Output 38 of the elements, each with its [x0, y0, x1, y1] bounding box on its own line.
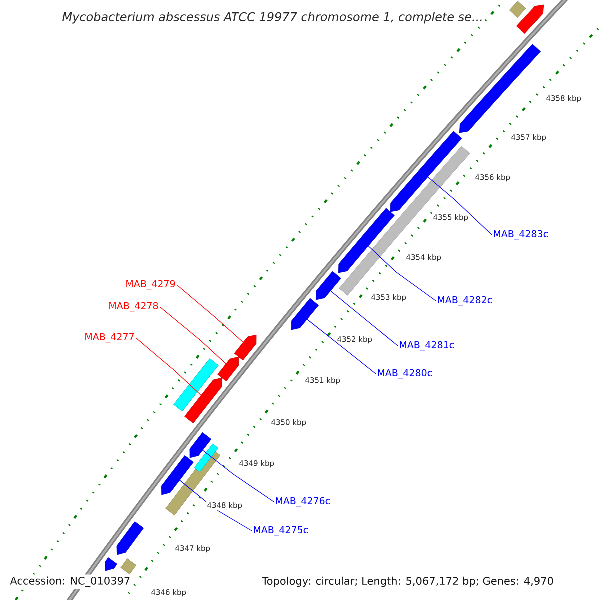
- gene-label: MAB_4283c: [494, 230, 548, 240]
- gene-feature: [516, 4, 544, 34]
- title: Mycobacterium abscessus ATCC 19977 chromosome 1, complete se...: [60, 10, 486, 26]
- footer-text: Accession: NC_010397: [8, 574, 133, 590]
- leader-line: [136, 338, 203, 397]
- gene-feature: [316, 271, 342, 300]
- gene-feature: [105, 558, 118, 572]
- gene-feature: [291, 298, 319, 330]
- leader-line: [176, 284, 245, 344]
- gene-feature: [338, 208, 395, 274]
- leader-line: [201, 449, 274, 502]
- leader-line: [160, 306, 228, 366]
- gene-feature: [116, 522, 144, 556]
- gene-label: MAB_4280c: [378, 369, 432, 379]
- gene-feature: [190, 432, 212, 458]
- gene-label: MAB_4276c: [276, 497, 330, 507]
- leader-line: [426, 176, 492, 236]
- leader-line: [329, 290, 398, 346]
- leader-line: [367, 244, 436, 302]
- leader-line: [306, 318, 376, 374]
- gene-feature: [194, 444, 219, 472]
- gene-label: MAB_4275c: [254, 526, 308, 536]
- gene-label: MAB_4277: [86, 333, 134, 343]
- gene-feature: [234, 334, 257, 361]
- gene-label: MAB_4278: [110, 302, 158, 312]
- gene-feature: [162, 455, 194, 496]
- footer-text: Topology: circular; Length: 5,067,172 bp; Genes: 4,970: [260, 574, 556, 590]
- gene-feature: [184, 378, 222, 424]
- gene-feature: [390, 131, 462, 212]
- gene-label: MAB_4279: [126, 280, 176, 290]
- gene-feature: [218, 356, 240, 382]
- gene-label: MAB_4281c: [400, 341, 454, 351]
- gene-feature: [459, 44, 541, 134]
- gene-feature: [339, 146, 470, 296]
- gene-label: MAB_4282c: [438, 296, 492, 306]
- gene-feature: [120, 558, 137, 575]
- gene-feature: [174, 358, 219, 412]
- gene-feature: [509, 1, 526, 18]
